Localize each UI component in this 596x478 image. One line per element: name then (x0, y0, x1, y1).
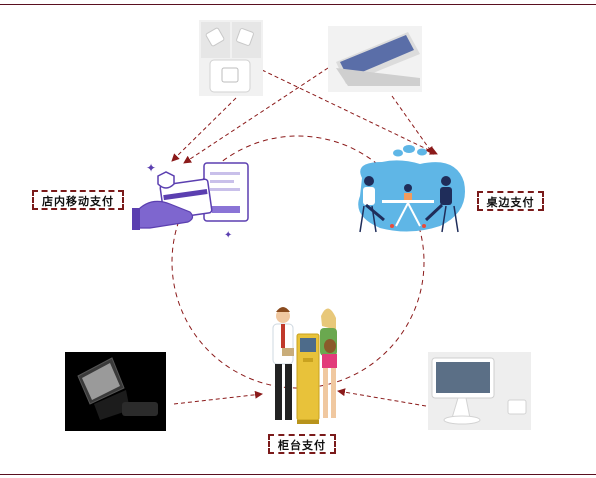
mobile-payment-icon: ✦ ✦ (132, 161, 249, 241)
arrow-black-pos-to-counter (173, 390, 263, 405)
black-pos-terminal-photo (65, 352, 166, 431)
label-tableside-payment: 桌边支付 (477, 191, 544, 211)
card-reader-photo (199, 20, 263, 96)
pos-tablet-photo (328, 26, 422, 92)
top-rule (0, 4, 596, 5)
arrow-tablet-to-mobile (183, 67, 329, 164)
svg-text:✦: ✦ (224, 230, 232, 241)
arrow-tablet-to-tableside (391, 95, 434, 155)
tableside-dining-illustration (358, 145, 465, 233)
self-service-kiosk-illustration (272, 307, 337, 424)
arrow-reader-to-tableside (261, 69, 438, 155)
label-in-store-mobile-payment: 店内移动支付 (32, 190, 124, 210)
label-counter-payment: 柜台支付 (268, 434, 336, 454)
arrow-reader-to-mobile (171, 97, 237, 162)
arrow-white-pos-to-counter (337, 388, 427, 407)
white-pos-terminal-photo (428, 352, 531, 430)
bottom-rule (0, 474, 596, 475)
connection-circle (171, 135, 425, 389)
svg-text:✦: ✦ (146, 161, 156, 175)
